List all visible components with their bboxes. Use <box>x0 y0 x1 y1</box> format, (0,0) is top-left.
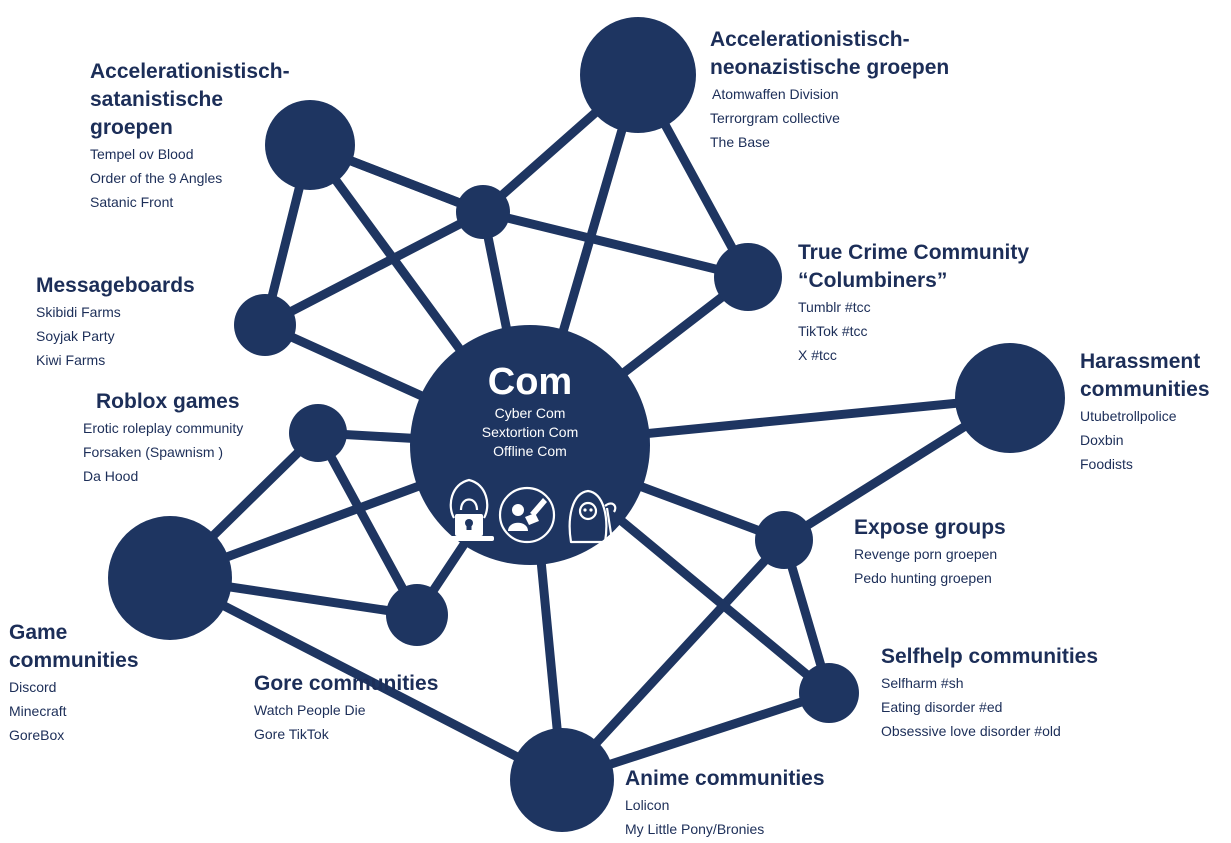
group-item: Gore TikTok <box>254 726 329 742</box>
group-item: Soyjak Party <box>36 328 115 344</box>
group-expose: Expose groups Revenge porn groepen Pedo … <box>854 514 1006 590</box>
center-item: Sextortion Com <box>481 424 579 440</box>
group-item: Terrorgram collective <box>710 110 840 126</box>
group-item: Watch People Die <box>254 702 366 718</box>
node-neonazi <box>580 17 696 133</box>
center-icons <box>444 478 617 544</box>
group-item: X #tcc <box>798 347 837 363</box>
node-gore <box>386 584 448 646</box>
group-item: Eating disorder #ed <box>881 699 1003 715</box>
group-item: Lolicon <box>625 797 670 813</box>
edge-game-anime <box>165 573 567 785</box>
group-harassment: Harassment communities Utubetrollpolice … <box>1080 348 1210 476</box>
center-label: Com Cyber Com Sextortion Com Offline Com <box>443 360 617 461</box>
group-item: GoreBox <box>9 727 65 743</box>
network-nodes <box>108 17 1065 832</box>
group-item: Skibidi Farms <box>36 304 121 320</box>
group-game: Game communities Discord Minecraft GoreB… <box>9 619 139 747</box>
group-item: Minecraft <box>9 703 67 719</box>
group-title: Gore communities <box>254 672 439 695</box>
group-messageboards: Messageboards Skibidi Farms Soyjak Party… <box>36 272 195 372</box>
node-roblox <box>289 404 347 462</box>
group-item: Atomwaffen Division <box>712 86 839 102</box>
group-item: Obsessive love disorder #old <box>881 723 1061 739</box>
group-item: Erotic roleplay community <box>83 420 244 436</box>
group-title: Roblox games <box>96 390 240 413</box>
center-item: Cyber Com <box>494 405 566 421</box>
group-gore: Gore communities Watch People Die Gore T… <box>254 670 438 746</box>
node-harassment <box>955 343 1065 453</box>
group-satanistic: Accelerationistisch- satanistische groep… <box>90 58 290 214</box>
group-title: Messageboards <box>36 274 195 297</box>
group-item: Order of the 9 Angles <box>90 170 223 186</box>
group-item: Utubetrollpolice <box>1080 408 1177 424</box>
node-hub <box>456 185 510 239</box>
group-item: TikTok #tcc <box>798 323 868 339</box>
edge-anime-expose <box>557 535 789 785</box>
group-title: Accelerationistisch- neonazistische groe… <box>710 28 950 79</box>
group-title: Selfhelp communities <box>881 645 1099 668</box>
group-item: Da Hood <box>83 468 139 484</box>
group-title: Harassment communities <box>1080 350 1210 401</box>
group-roblox: Roblox games Erotic roleplay community F… <box>83 388 243 488</box>
group-item: Revenge porn groepen <box>854 546 998 562</box>
node-anime <box>510 728 614 832</box>
group-title: Game communities <box>9 621 139 672</box>
group-neonazi: Accelerationistisch- neonazistische groe… <box>710 26 949 154</box>
node-messageboards <box>234 294 296 356</box>
grim-reaper-icon <box>568 489 617 544</box>
node-game <box>108 516 232 640</box>
group-item: The Base <box>710 134 770 150</box>
group-item: Selfharm #sh <box>881 675 964 691</box>
sextortion-hand-icon <box>498 486 556 544</box>
group-item: Satanic Front <box>90 194 174 210</box>
group-true-crime: True Crime Community “Columbiners” Tumbl… <box>798 239 1029 367</box>
group-title: Accelerationistisch- satanistische groep… <box>90 60 290 139</box>
group-anime: Anime communities Lolicon My Little Pony… <box>625 765 825 841</box>
group-item: Forsaken (Spawnism ) <box>83 444 224 460</box>
group-item: Discord <box>9 679 57 695</box>
group-item: Kiwi Farms <box>36 352 106 368</box>
node-center <box>410 325 650 565</box>
node-satanistic <box>265 100 355 190</box>
group-selfhelp: Selfhelp communities Selfharm #sh Eating… <box>881 643 1098 743</box>
center-item: Offline Com <box>493 443 567 459</box>
node-selfhelp <box>799 663 859 723</box>
group-item: Tumblr #tcc <box>798 299 871 315</box>
group-title: Anime communities <box>625 767 825 790</box>
group-item: My Little Pony/Bronies <box>625 821 765 837</box>
edge-hub-messageboards <box>260 207 488 330</box>
center-title: Com <box>487 361 573 403</box>
group-item: Doxbin <box>1080 432 1124 448</box>
node-expose <box>755 511 813 569</box>
edge-roblox-gore <box>313 428 422 620</box>
node-true_crime <box>714 243 782 311</box>
group-item: Tempel ov Blood <box>90 146 194 162</box>
group-title: Expose groups <box>854 516 1006 539</box>
hooded-hacker-icon <box>444 478 494 541</box>
edge-hub-true_crime <box>478 207 753 282</box>
group-title: True Crime Community “Columbiners” <box>798 241 1030 292</box>
group-item: Foodists <box>1080 456 1133 472</box>
group-item: Pedo hunting groepen <box>854 570 992 586</box>
